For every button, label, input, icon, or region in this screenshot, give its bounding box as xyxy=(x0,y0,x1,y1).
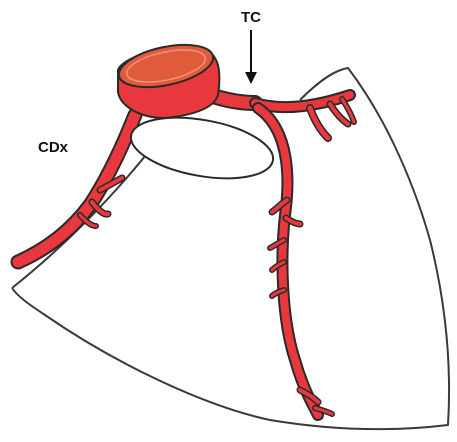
label-tc: TC xyxy=(241,9,261,26)
pulmonary-opening xyxy=(126,108,278,188)
label-cdx: CDx xyxy=(38,139,69,156)
tc-arrow-icon xyxy=(245,30,257,84)
heart-outline xyxy=(12,68,449,429)
